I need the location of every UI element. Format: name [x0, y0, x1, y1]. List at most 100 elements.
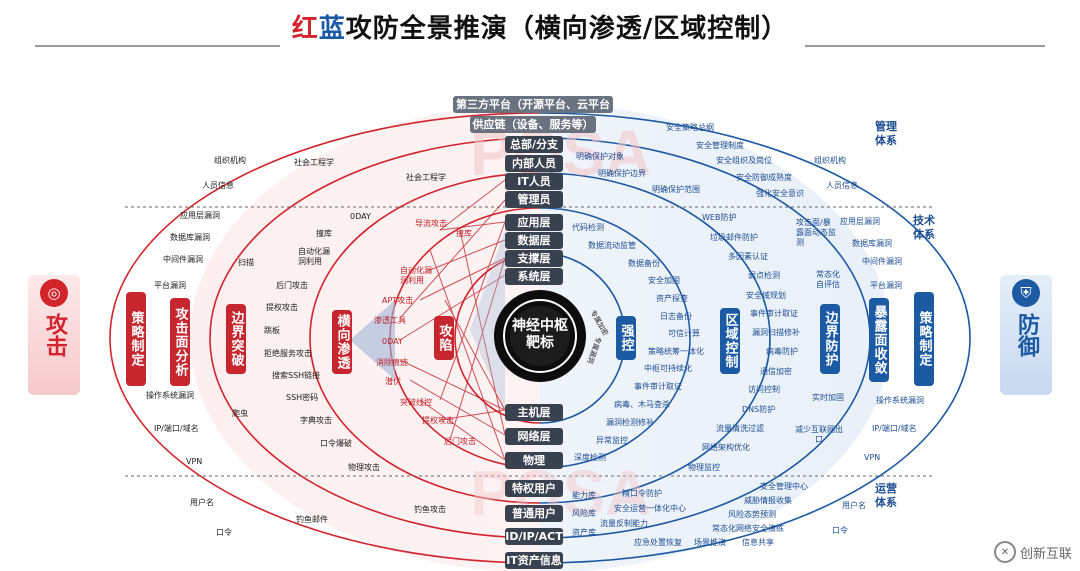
right-label: 安全管理中心 [760, 482, 808, 491]
bar-red-surface-analysis: 攻击面分析 [170, 298, 190, 386]
right-label: 常态化自评估 [816, 270, 840, 289]
left-label: 数据库漏洞 [170, 233, 210, 242]
bar-red-boundary-breach: 边界突破 [226, 304, 246, 374]
right-label: 场景推演 [694, 538, 726, 547]
bar-blue-strong-control: 强控 [616, 316, 636, 360]
left-label: 自动化漏洞利用 [298, 247, 330, 266]
right-label: 可信计算 [668, 329, 700, 338]
right-label: 病毒防护 [766, 347, 798, 356]
left-label: 0DAY [350, 212, 371, 221]
right-label: 威胁情报收集 [744, 496, 792, 505]
left-label: 人员信息 [202, 181, 234, 190]
ring-2-right [540, 172, 771, 504]
left-label: 钓鱼攻击 [414, 505, 446, 514]
box-network-layer: 网络层 [505, 428, 563, 445]
box-supply-chain: 供应链（设备、服务等） [470, 116, 596, 133]
arrow-center [470, 230, 505, 410]
left-label: 用户名 [190, 498, 214, 507]
right-label: 数据备份 [628, 259, 660, 268]
left-label: 后门攻击 [444, 437, 476, 446]
right-label: 安全策略总纲 [666, 123, 714, 132]
ring-1-left [209, 137, 540, 539]
watermark: ✕ 创新互联 [993, 541, 1072, 563]
right-label: 明确保护对象 [576, 152, 624, 161]
left-label: 后门攻击 [276, 281, 308, 290]
left-label: 字典攻击 [300, 416, 332, 425]
left-label: 钓鱼邮件 [296, 515, 328, 524]
left-label: 撞库 [456, 229, 472, 238]
section-operations: 运营体系 [875, 482, 897, 509]
right-label: 风险态势预测 [728, 510, 776, 519]
left-label: 社会工程学 [406, 173, 446, 182]
left-label: 突破线控 [400, 398, 432, 407]
right-label: 减少互联网出口 [795, 425, 843, 444]
right-label: 中枢可持续化 [644, 364, 692, 373]
right-label: 安全加固 [648, 276, 680, 285]
left-label: VPN [186, 457, 203, 466]
left-label: 拒绝服务攻击 [264, 349, 312, 358]
right-label: 网络架构优化 [702, 443, 750, 452]
right-label: WEB防护 [702, 213, 737, 222]
box-it-staff: IT人员 [505, 173, 563, 190]
right-label: 垃圾邮件防护 [710, 233, 758, 242]
right-label: 强化安全意识 [756, 189, 804, 198]
right-label: 流量反制能力 [600, 519, 648, 528]
right-label: 漏洞扫描修补 [752, 328, 800, 337]
left-label: 跳板 [264, 326, 280, 335]
bar-blue-zone-control: 区域控制 [720, 308, 740, 374]
left-label: 扫描 [238, 258, 254, 267]
right-label: 安全运营一体化中心 [614, 504, 686, 513]
bar-blue-boundary-protection: 边界防护 [820, 304, 840, 374]
target-core [494, 290, 586, 382]
box-physical: 物理 [505, 452, 563, 469]
left-label: 0DAY [382, 337, 403, 346]
right-label: 能力库 [572, 491, 596, 500]
right-label: 事件审计取证 [750, 309, 798, 318]
bar-blue-strategy: 策略制定 [914, 292, 934, 386]
attack-paths [399, 179, 506, 461]
right-label: 多因素认证 [728, 252, 768, 261]
attack-panel: ◎ 攻击 [28, 275, 80, 395]
bar-red-strategy: 策略制定 [126, 292, 146, 386]
left-label: 自动化漏洞利用 [400, 266, 432, 285]
ring-outer-right [540, 112, 971, 564]
right-label: 明确保护边界 [598, 169, 646, 178]
bar-red-compromise: 攻陷 [434, 316, 454, 360]
box-app-layer: 应用层 [505, 214, 563, 231]
right-label: 事件审计取证 [634, 382, 682, 391]
right-label: 通信加密 [760, 367, 792, 376]
section-technical: 技术体系 [913, 214, 935, 241]
left-label: 社会工程学 [294, 158, 334, 167]
right-label: 信息共享 [742, 538, 774, 547]
page-title: 红蓝攻防全景推演（横向渗透/区域控制） [291, 14, 789, 44]
right-label: 物理监控 [688, 463, 720, 472]
left-label: 提权攻击 [422, 416, 454, 425]
right-label: 口令 [832, 526, 848, 535]
left-label: 组织机构 [214, 156, 246, 165]
box-host-layer: 主机层 [505, 404, 563, 421]
right-label: 风险库 [572, 509, 596, 518]
left-label: 爬虫 [232, 409, 248, 418]
left-label: 口令爆破 [320, 439, 352, 448]
left-label: 应用层漏洞 [180, 211, 220, 220]
right-label: 弱点检测 [748, 271, 780, 280]
target-icon: ◎ [40, 279, 68, 307]
box-third-party-platform: 第三方平台（开源平台、云平台等） [453, 96, 613, 128]
defense-panel: ⛨ 防御 [1000, 275, 1052, 395]
right-label: 数据流动监管 [588, 241, 636, 250]
title-rule-right [805, 45, 1045, 47]
right-label: 中间件漏洞 [862, 257, 902, 266]
right-label: 平台漏洞 [870, 281, 902, 290]
center-target-label: 神经中枢靶标 [512, 318, 568, 351]
left-label: IP/端口/域名 [154, 424, 199, 433]
right-label: 安全域规划 [746, 291, 786, 300]
right-label: 代码检测 [572, 223, 604, 232]
right-label: 资产探查 [656, 294, 688, 303]
box-support-layer: 支撑层 [505, 250, 563, 267]
right-label: VPN [864, 453, 881, 462]
right-label: 实时加固 [812, 393, 844, 402]
ring-3-right [540, 207, 691, 469]
ring-outer-left [109, 112, 540, 564]
bar-red-lateral: 横向渗透 [332, 310, 352, 374]
right-label: 流量清洗过滤 [716, 424, 764, 433]
